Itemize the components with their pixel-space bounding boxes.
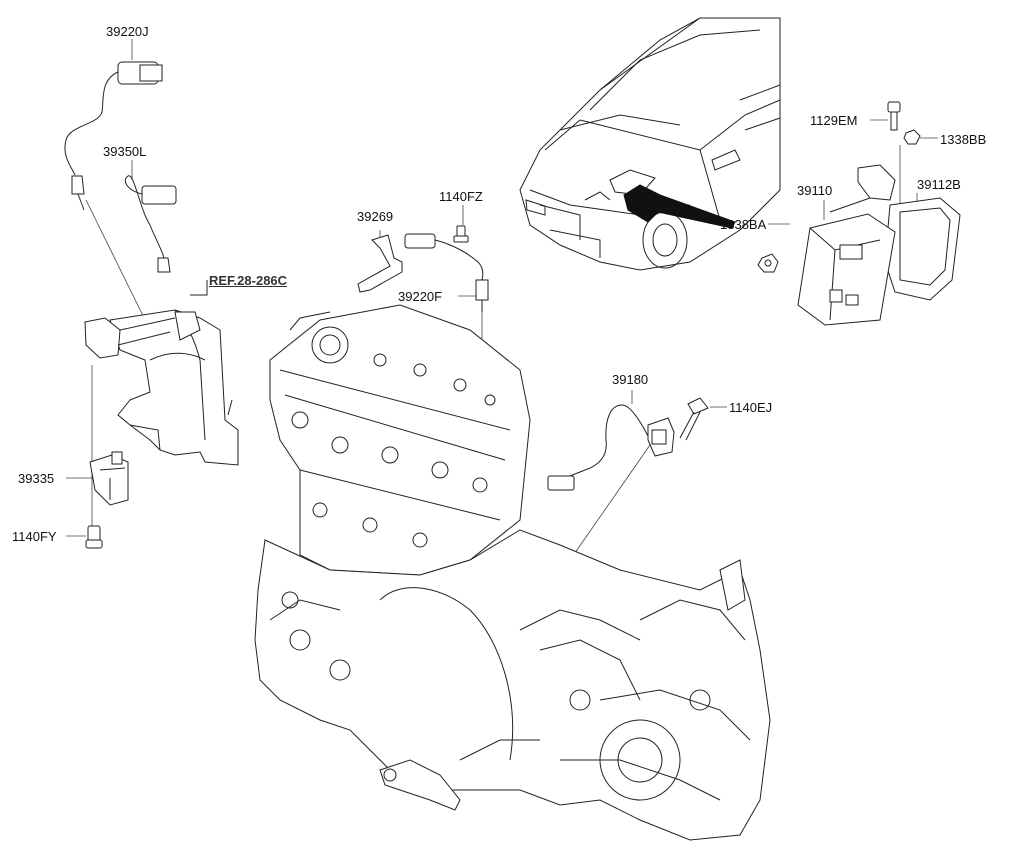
part-label-39269: 39269 xyxy=(357,209,394,224)
part-label-39220j: 39220J xyxy=(106,24,149,39)
part-label-39220f: 39220F xyxy=(398,289,443,304)
part-label-39110: 39110 xyxy=(797,183,833,198)
part-label-1129em: 1129EM xyxy=(810,113,858,128)
vehicle-illustration xyxy=(519,17,781,271)
nut-1338bb xyxy=(903,129,921,145)
sensor-39180 xyxy=(547,404,675,491)
part-label-39180: 39180 xyxy=(612,372,649,387)
oxygen-sensor-39220f xyxy=(404,233,489,312)
part-label-1140ej: 1140EJ xyxy=(729,400,773,415)
bolt-1140fz xyxy=(453,225,469,243)
bracket-39335 xyxy=(89,451,129,506)
oxygen-sensor-39350l xyxy=(124,175,177,273)
part-label-1338bb: 1338BB xyxy=(940,132,987,147)
transmission-case xyxy=(254,529,771,841)
bracket-39269 xyxy=(357,234,403,293)
nut-1338ba xyxy=(757,253,779,273)
bolt-1129em xyxy=(887,101,901,131)
part-label-1140fy: 1140FY xyxy=(12,529,57,544)
bolt-1140ej xyxy=(679,397,709,441)
part-label-39350l: 39350L xyxy=(103,144,147,159)
part-label-39335: 39335 xyxy=(18,471,55,486)
reference-link-28-286c[interactable]: REF.28-286C xyxy=(209,273,288,288)
ecu-module-39110 xyxy=(797,213,896,326)
bolt-1140fy xyxy=(85,525,103,549)
oxygen-sensor-39220j xyxy=(64,61,163,211)
exhaust-manifold xyxy=(84,309,239,466)
ecu-bracket-39112b xyxy=(829,164,961,301)
engine-block xyxy=(269,304,531,576)
part-label-39112b: 39112B xyxy=(917,177,961,192)
part-label-1338ba: 1338BA xyxy=(720,217,767,232)
part-label-1140fz: 1140FZ xyxy=(439,189,483,204)
